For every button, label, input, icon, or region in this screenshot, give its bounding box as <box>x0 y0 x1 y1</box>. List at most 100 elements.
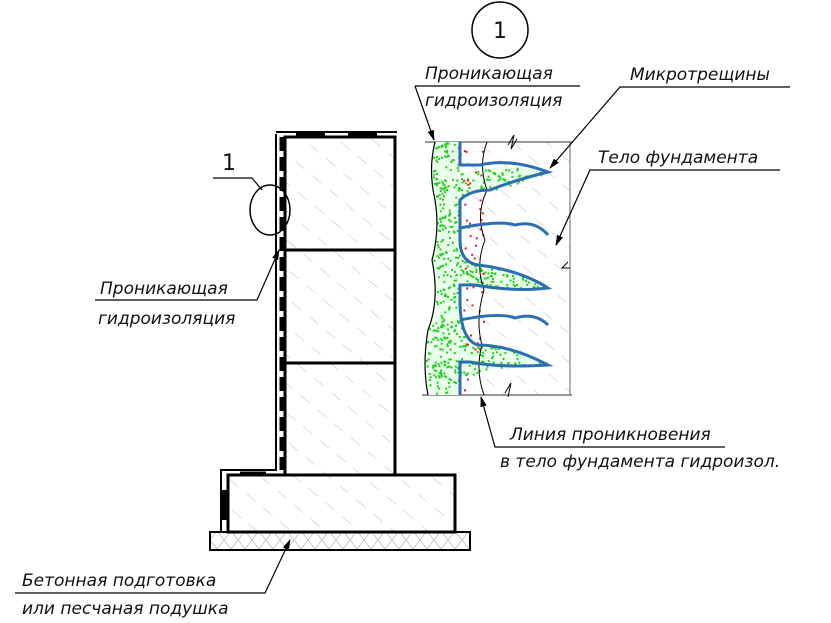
green-dot <box>459 187 462 190</box>
green-dot <box>442 182 445 185</box>
green-dot <box>443 375 446 378</box>
green-dot <box>451 268 454 271</box>
red-dot <box>465 150 468 153</box>
green-dot <box>448 332 451 335</box>
green-dot <box>444 336 447 339</box>
green-dot <box>440 293 443 296</box>
green-dot <box>481 360 484 363</box>
green-dot <box>475 268 478 271</box>
green-dot <box>491 357 494 360</box>
green-dot <box>462 272 465 275</box>
green-dot <box>493 172 496 175</box>
green-dot <box>438 365 441 368</box>
green-dot <box>485 368 488 371</box>
green-dot <box>436 183 439 186</box>
green-dot <box>479 267 482 270</box>
green-dot <box>442 264 445 267</box>
green-dot <box>432 176 435 179</box>
waterproofing-membrane <box>220 131 397 532</box>
green-dot <box>509 279 512 282</box>
green-dot <box>446 343 449 346</box>
green-dot <box>434 364 437 367</box>
green-dot <box>503 179 506 182</box>
detail-number: 1 <box>493 19 507 44</box>
green-dot <box>500 366 503 369</box>
green-dot <box>500 361 503 364</box>
green-dot <box>455 249 458 252</box>
penetration-line-label-1: Линия проникновения <box>509 425 711 445</box>
green-dot <box>437 330 440 333</box>
green-dot <box>490 346 493 349</box>
green-dot <box>445 189 448 192</box>
wall-block-1 <box>283 135 397 252</box>
green-dot <box>444 294 447 297</box>
callout-number: 1 <box>222 151 236 176</box>
green-dot <box>449 358 452 361</box>
green-dot <box>438 193 441 196</box>
green-dot <box>444 251 447 254</box>
green-dot <box>434 376 437 379</box>
green-dot <box>460 339 463 342</box>
green-dot <box>442 300 445 303</box>
green-dot <box>466 273 469 276</box>
green-dot <box>477 173 480 176</box>
green-dot <box>484 277 487 280</box>
green-dot <box>440 325 443 328</box>
green-dot <box>448 365 451 368</box>
green-dot <box>487 276 490 279</box>
green-dot <box>505 169 508 172</box>
green-dot <box>450 275 453 278</box>
green-dot <box>450 298 453 301</box>
green-dot <box>432 170 435 173</box>
green-dot <box>436 291 439 294</box>
green-dot <box>494 348 497 351</box>
wall-block-2 <box>283 248 397 365</box>
green-dot <box>489 284 492 287</box>
green-dot <box>487 272 490 275</box>
green-dot <box>445 376 448 379</box>
detail-callout-ellipse <box>249 184 291 236</box>
green-dot <box>521 278 524 281</box>
green-dot <box>440 265 443 268</box>
microcrack-lines <box>458 142 554 395</box>
green-dot <box>527 281 530 284</box>
green-dot <box>463 261 466 264</box>
green-dot <box>461 345 464 348</box>
green-dot <box>499 178 502 181</box>
red-dot <box>472 286 475 289</box>
green-dot <box>540 174 543 177</box>
green-dot <box>478 370 481 373</box>
green-dot <box>442 198 445 201</box>
green-dot <box>472 179 475 182</box>
red-dot <box>470 334 473 337</box>
green-dot <box>434 361 437 364</box>
green-dot <box>455 324 458 327</box>
base-slab <box>209 531 471 551</box>
green-dot <box>445 144 448 147</box>
green-dot <box>432 324 435 327</box>
green-dot <box>518 180 521 183</box>
green-dot <box>446 366 449 369</box>
green-dot <box>432 366 435 369</box>
green-dot <box>492 280 495 283</box>
green-dot <box>468 186 471 189</box>
green-dot <box>440 144 443 147</box>
green-dot <box>457 371 460 374</box>
green-dot <box>459 345 462 348</box>
green-dot <box>492 361 495 364</box>
green-dot <box>448 378 451 381</box>
green-dot <box>436 385 439 388</box>
green-dot <box>457 187 460 190</box>
green-dot <box>501 172 504 175</box>
green-dot <box>451 159 454 162</box>
green-dot <box>502 178 505 181</box>
green-dot <box>455 196 458 199</box>
green-dot <box>449 225 452 228</box>
green-dot <box>438 146 441 149</box>
green-dot <box>437 339 440 342</box>
green-dot <box>496 285 499 288</box>
green-dot <box>444 271 447 274</box>
red-dot <box>480 174 483 177</box>
green-dot <box>480 269 483 272</box>
green-dot <box>443 150 446 153</box>
